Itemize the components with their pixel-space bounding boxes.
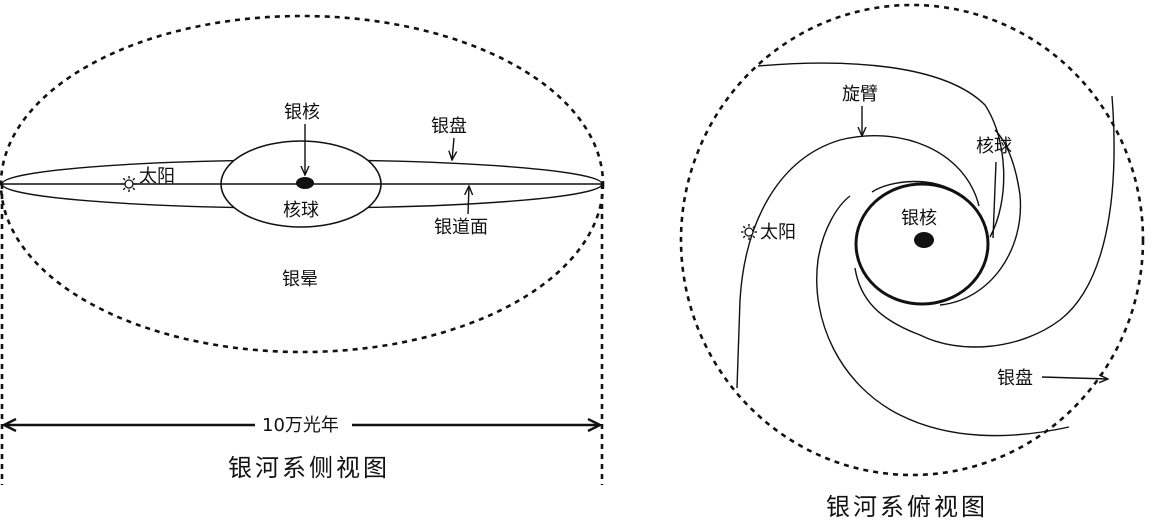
top-bulge-label: 核球 xyxy=(976,136,1012,157)
plane-arrow xyxy=(468,186,469,215)
top-bulge-pointer xyxy=(992,161,997,239)
halo-label: 银晕 xyxy=(282,269,318,290)
nucleus-label: 银核 xyxy=(284,102,320,123)
width-label: 10万光年 xyxy=(262,415,339,436)
disk-arrow xyxy=(452,137,454,160)
disk-label: 银盘 xyxy=(431,116,467,137)
top-disk-label: 银盘 xyxy=(997,368,1033,389)
spiral-arm-5 xyxy=(854,95,1115,348)
arm-label: 旋臂 xyxy=(842,84,878,105)
sun-icon-top xyxy=(741,224,757,240)
spiral-arm-1 xyxy=(736,135,980,389)
side-view-caption: 银河系侧视图 xyxy=(228,454,390,482)
top-sun-label: 太阳 xyxy=(760,222,796,243)
galactic-nucleus-top xyxy=(914,232,934,248)
top-disk-arrow xyxy=(1041,377,1108,379)
galactic-nucleus xyxy=(296,177,314,189)
side-view: 银核 银盘 太阳 核球 银道面 银晕 10万光年 银河系侧视图 xyxy=(0,14,605,485)
top-nucleus-label: 银核 xyxy=(901,208,937,229)
bulge-label: 核球 xyxy=(283,200,319,221)
galactic-bulge-top xyxy=(854,182,990,306)
top-view-caption: 银河系俯视图 xyxy=(826,493,988,520)
spiral-arm-3 xyxy=(757,62,1005,238)
plane-label: 银道面 xyxy=(434,217,488,238)
disk-boundary xyxy=(679,3,1145,477)
top-view: 旋臂 核球 银核 太阳 银盘 银河系俯视图 xyxy=(679,3,1145,520)
sun-icon xyxy=(121,176,137,192)
spiral-arm-6 xyxy=(816,195,1070,437)
spiral-arm-4 xyxy=(939,129,1022,306)
sun-label: 太阳 xyxy=(139,166,175,187)
